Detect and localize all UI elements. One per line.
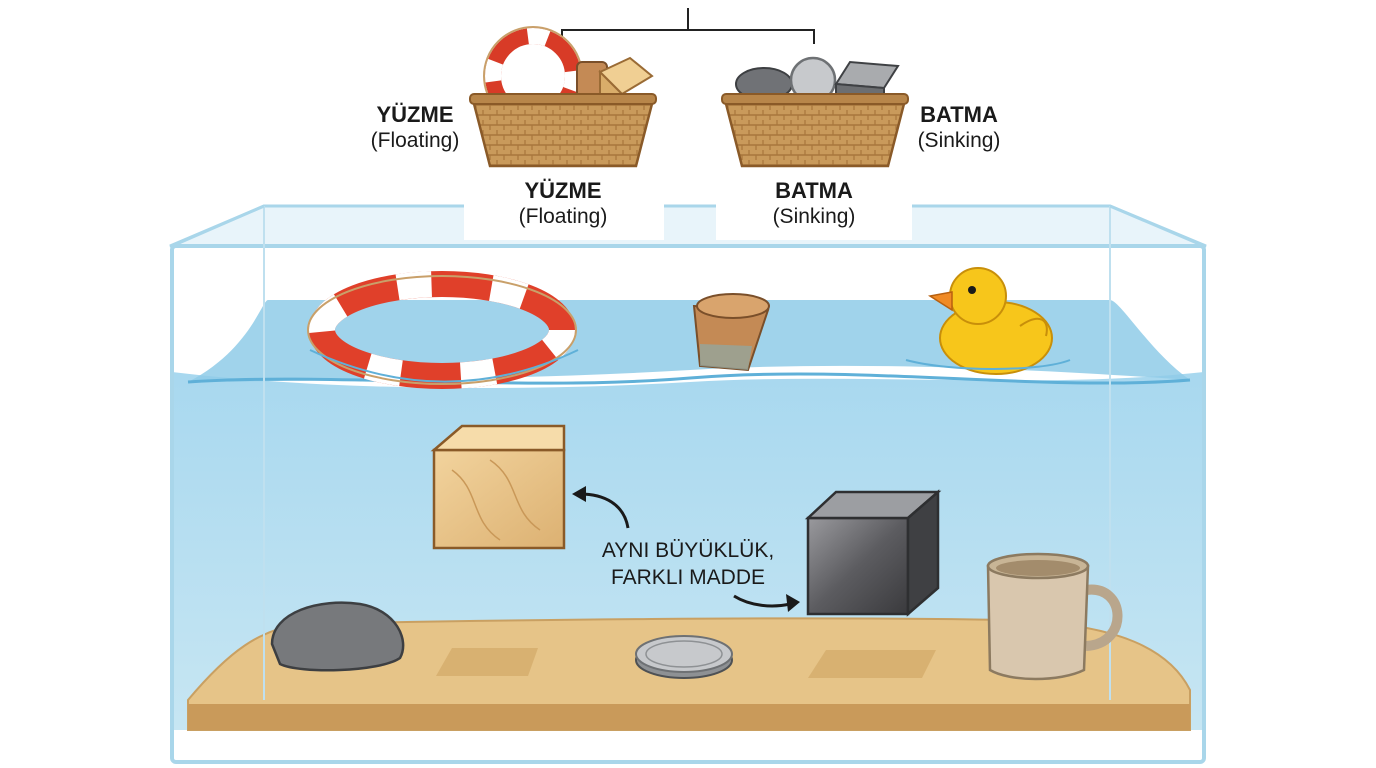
arrow-to-wood-icon <box>572 486 630 529</box>
sand-imprint <box>436 648 538 676</box>
label-sinking-right-title: BATMA <box>920 102 998 127</box>
label-floating-under-subtitle: (Floating) <box>518 205 608 229</box>
life-ring-icon <box>307 271 579 389</box>
sand-imprint <box>808 650 936 678</box>
label-floating-under: YÜZME (Floating) <box>494 178 632 230</box>
label-sinking-under-title: BATMA <box>775 178 853 203</box>
sinking-basket <box>721 56 909 168</box>
coin-icon <box>635 635 733 679</box>
rubber-duck-icon <box>905 267 1071 375</box>
metal-cube-icon <box>804 489 942 617</box>
note-line-2: FARKLI MADDE <box>610 566 766 590</box>
cork-icon <box>692 293 770 372</box>
label-floating-left-subtitle: (Floating) <box>370 129 460 153</box>
label-sinking-under: BATMA (Sinking) <box>748 178 880 230</box>
bracket-connector <box>561 8 815 44</box>
stone-icon <box>270 601 405 672</box>
mug-icon <box>986 552 1123 681</box>
floating-basket <box>469 26 657 168</box>
arrow-to-metal-icon <box>733 594 800 612</box>
label-floating-left: YÜZME (Floating) <box>350 102 480 154</box>
note-line-1: AYNI BÜYÜKLÜK, <box>601 539 775 562</box>
label-sinking-right-subtitle: (Sinking) <box>917 129 1001 153</box>
same-size-different-material-note: AYNI BÜYÜKLÜK, FARKLI MADDE <box>572 537 804 592</box>
wood-cube-icon <box>430 424 566 550</box>
label-sinking-under-subtitle: (Sinking) <box>772 205 856 229</box>
label-floating-left-title: YÜZME <box>376 102 454 127</box>
label-sinking-right: BATMA (Sinking) <box>896 102 1022 154</box>
label-floating-under-title: YÜZME <box>524 178 602 203</box>
